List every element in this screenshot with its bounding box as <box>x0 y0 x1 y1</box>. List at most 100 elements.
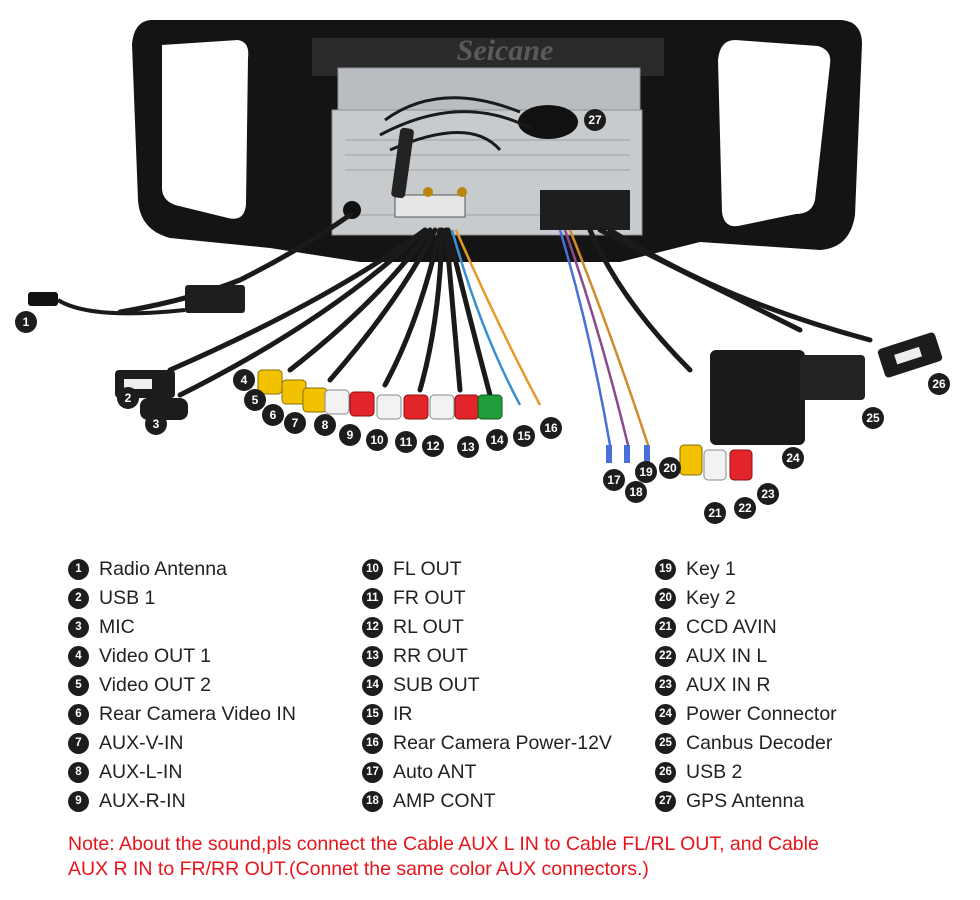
callout-number: 6 <box>68 704 89 725</box>
callout-circle <box>862 407 884 429</box>
legend-label: USB 1 <box>99 587 156 609</box>
callout-badge-22: 22 <box>734 497 756 519</box>
audio-connection-note: Note: About the sound,pls connect the Ca… <box>68 832 948 882</box>
callout-badge-25: 25 <box>862 407 884 429</box>
callout-badge-23: 23 <box>757 483 779 505</box>
callout-circle <box>625 481 647 503</box>
legend-label: AUX-V-IN <box>99 732 184 754</box>
legend-label: FL OUT <box>393 558 462 580</box>
callout-circle <box>457 436 479 458</box>
callout-badge-2: 2 <box>117 387 139 409</box>
callout-label: 24 <box>786 451 800 465</box>
callout-circle <box>244 389 266 411</box>
callout-number: 27 <box>655 791 676 812</box>
callout-number: 17 <box>362 762 383 783</box>
callout-circle <box>734 497 756 519</box>
callout-badge-26: 26 <box>928 373 950 395</box>
legend-item: 17 Auto ANT <box>362 758 612 787</box>
callout-number: 2 <box>68 588 89 609</box>
gps-antenna-puck <box>518 105 578 139</box>
legend-label: Canbus Decoder <box>686 732 833 754</box>
legend-label: Power Connector <box>686 703 837 725</box>
legend-item: 10 FL OUT <box>362 555 612 584</box>
callout-badge-5: 5 <box>244 389 266 411</box>
note-line-2: AUX R IN to FR/RR OUT.(Connet the same c… <box>68 858 649 880</box>
legend-label: AUX-L-IN <box>99 761 183 783</box>
callout-badge-13: 13 <box>457 436 479 458</box>
callout-number: 16 <box>362 733 383 754</box>
rca-plugs-right <box>679 444 753 481</box>
callout-circle <box>513 425 535 447</box>
callout-badge-9: 9 <box>339 424 361 446</box>
callout-label: 12 <box>426 439 440 453</box>
legend-label: AUX-R-IN <box>99 790 186 812</box>
connector-block-left <box>394 194 466 218</box>
callout-number: 3 <box>68 617 89 638</box>
callout-circle <box>15 311 37 333</box>
brand-watermark: Seicane <box>457 34 554 67</box>
legend-label: Key 1 <box>686 558 736 580</box>
wifi-socket <box>457 187 467 197</box>
power-connector <box>710 350 805 445</box>
callout-circle <box>314 414 336 436</box>
note-line-1: Note: About the sound,pls connect the Ca… <box>68 833 819 855</box>
legend-item: 12 RL OUT <box>362 613 612 642</box>
callout-circle <box>233 369 255 391</box>
legend-label: Video OUT 1 <box>99 645 212 667</box>
callout-circle <box>782 447 804 469</box>
callout-number: 10 <box>362 559 383 580</box>
legend-label: Video OUT 2 <box>99 674 212 696</box>
callout-label: 11 <box>400 435 413 449</box>
callout-number: 13 <box>362 646 383 667</box>
callout-label: 27 <box>588 113 602 127</box>
callout-number: 21 <box>655 617 676 638</box>
gps-socket <box>423 187 433 197</box>
callout-badge-16: 16 <box>540 417 562 439</box>
callout-badge-14: 14 <box>486 429 508 451</box>
legend-label: AMP CONT <box>393 790 496 812</box>
legend-item: 19 Key 1 <box>655 555 837 584</box>
callout-circle <box>928 373 950 395</box>
callout-number: 15 <box>362 704 383 725</box>
radio-chassis-top <box>337 67 641 115</box>
callout-badge-15: 15 <box>513 425 535 447</box>
callout-number: 14 <box>362 675 383 696</box>
callout-badge-18: 18 <box>625 481 647 503</box>
legend-label: RR OUT <box>393 645 468 667</box>
callout-label: 25 <box>866 411 880 425</box>
callout-label: 1 <box>23 315 30 329</box>
callout-badge-17: 17 <box>603 469 625 491</box>
callout-number: 19 <box>655 559 676 580</box>
legend-label: RL OUT <box>393 616 464 638</box>
callout-circle <box>757 483 779 505</box>
legend-item: 13 RR OUT <box>362 642 612 671</box>
bezel-right-opening <box>718 40 831 227</box>
callout-label: 26 <box>932 377 946 391</box>
callout-circle <box>422 435 444 457</box>
callout-badge-27: 27 <box>584 109 606 131</box>
callout-label: 4 <box>241 373 248 387</box>
callout-badge-7: 7 <box>284 412 306 434</box>
wiring-diagram: Seicane <box>15 20 950 524</box>
callout-number: 26 <box>655 762 676 783</box>
callout-circle <box>145 413 167 435</box>
legend-label: Auto ANT <box>393 761 477 783</box>
callout-number: 12 <box>362 617 383 638</box>
legend-label: USB 2 <box>686 761 743 783</box>
callout-label: 5 <box>252 393 259 407</box>
callout-circle <box>603 469 625 491</box>
callout-circle <box>339 424 361 446</box>
callout-circle <box>704 502 726 524</box>
